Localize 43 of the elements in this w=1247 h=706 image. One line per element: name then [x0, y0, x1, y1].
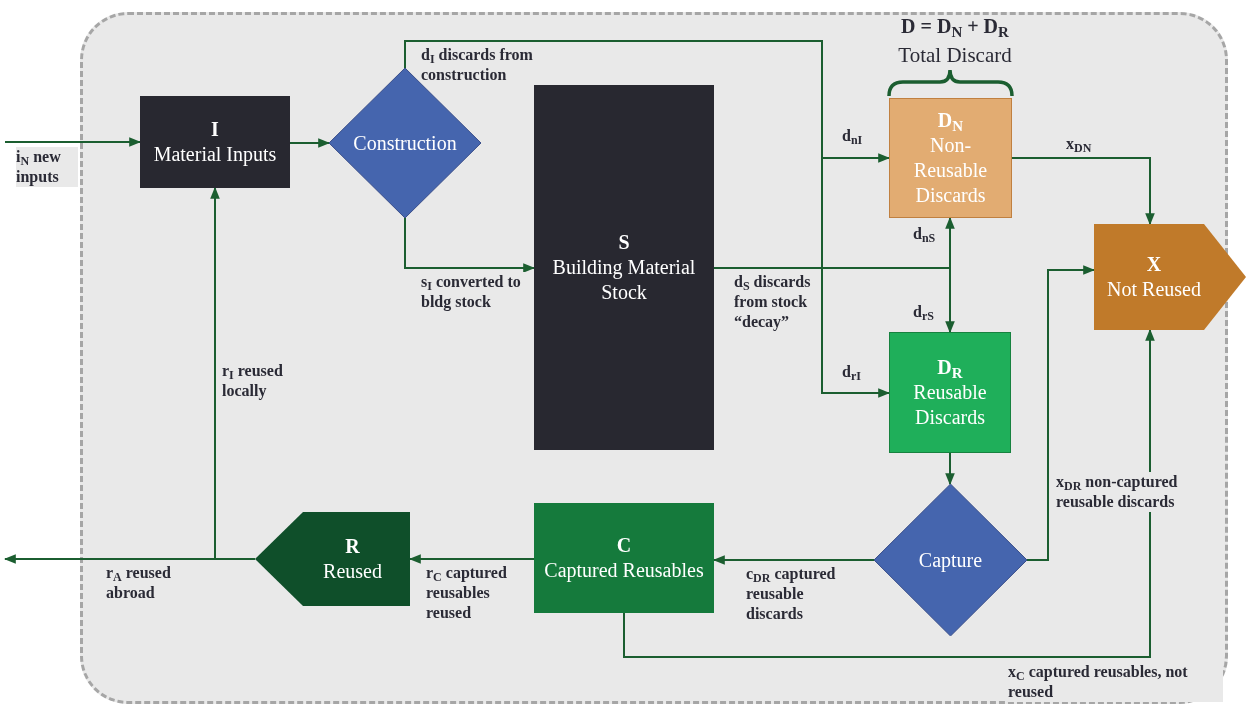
arrow	[623, 328, 1155, 658]
arrow	[1011, 157, 1155, 226]
arrow	[713, 267, 955, 334]
edge-label: d$_{nI}$	[842, 126, 863, 146]
pentagon-arrow-box	[1094, 224, 1246, 330]
pentagon-arrow-box	[255, 512, 410, 606]
arrow	[1026, 265, 1096, 561]
process-box	[889, 98, 1012, 218]
node-symbol: C	[616, 533, 632, 558]
flow-label: d$_{I}$ discards from construction	[421, 45, 534, 85]
node-symbol: S	[618, 230, 630, 255]
node-symbol: D$_{N}$	[937, 108, 964, 133]
edge-label: i$_{N}$ new inputs	[16, 147, 78, 187]
group-heading: Total Discard	[897, 42, 1013, 69]
process-box	[534, 503, 714, 613]
arrow	[945, 452, 955, 486]
edge-label: d$_{rS}$	[913, 302, 934, 322]
edge-label: x$_{C}$ captured reusables, not reused	[1008, 662, 1223, 702]
equation: D = D$_{N}$ + D$_{R}$	[900, 14, 1010, 39]
node-symbol: X	[1146, 252, 1163, 277]
edge-label: d$_{nS}$	[913, 224, 936, 244]
node-label: Material Inputs	[153, 142, 277, 167]
node-symbol: I	[211, 117, 219, 142]
arrow	[4, 137, 142, 147]
arrow	[404, 217, 536, 273]
flow-label: d$_{S}$ discards from stock “decay”	[734, 272, 812, 332]
node-label: Captured Reusables	[544, 558, 704, 583]
node-symbol: R	[344, 534, 360, 559]
arrow	[289, 138, 331, 148]
node-symbol: D$_{R}$	[937, 355, 963, 380]
node-label: Reusable Discards	[912, 380, 988, 430]
arrow	[404, 40, 891, 398]
edge-label: d$_{rI}$	[842, 362, 861, 382]
process-box	[889, 332, 1011, 453]
node-label: Construction	[353, 130, 457, 156]
node-label: Not Reused	[1107, 277, 1202, 302]
node-label: Reused	[322, 559, 382, 584]
node-label: Building Material Stock	[551, 255, 697, 305]
stock-box	[534, 85, 714, 450]
node-label: Non-Reusable Discards	[912, 133, 989, 208]
node-label: Capture	[918, 547, 983, 573]
process-box	[140, 96, 290, 188]
decision-diamond	[874, 484, 1027, 636]
